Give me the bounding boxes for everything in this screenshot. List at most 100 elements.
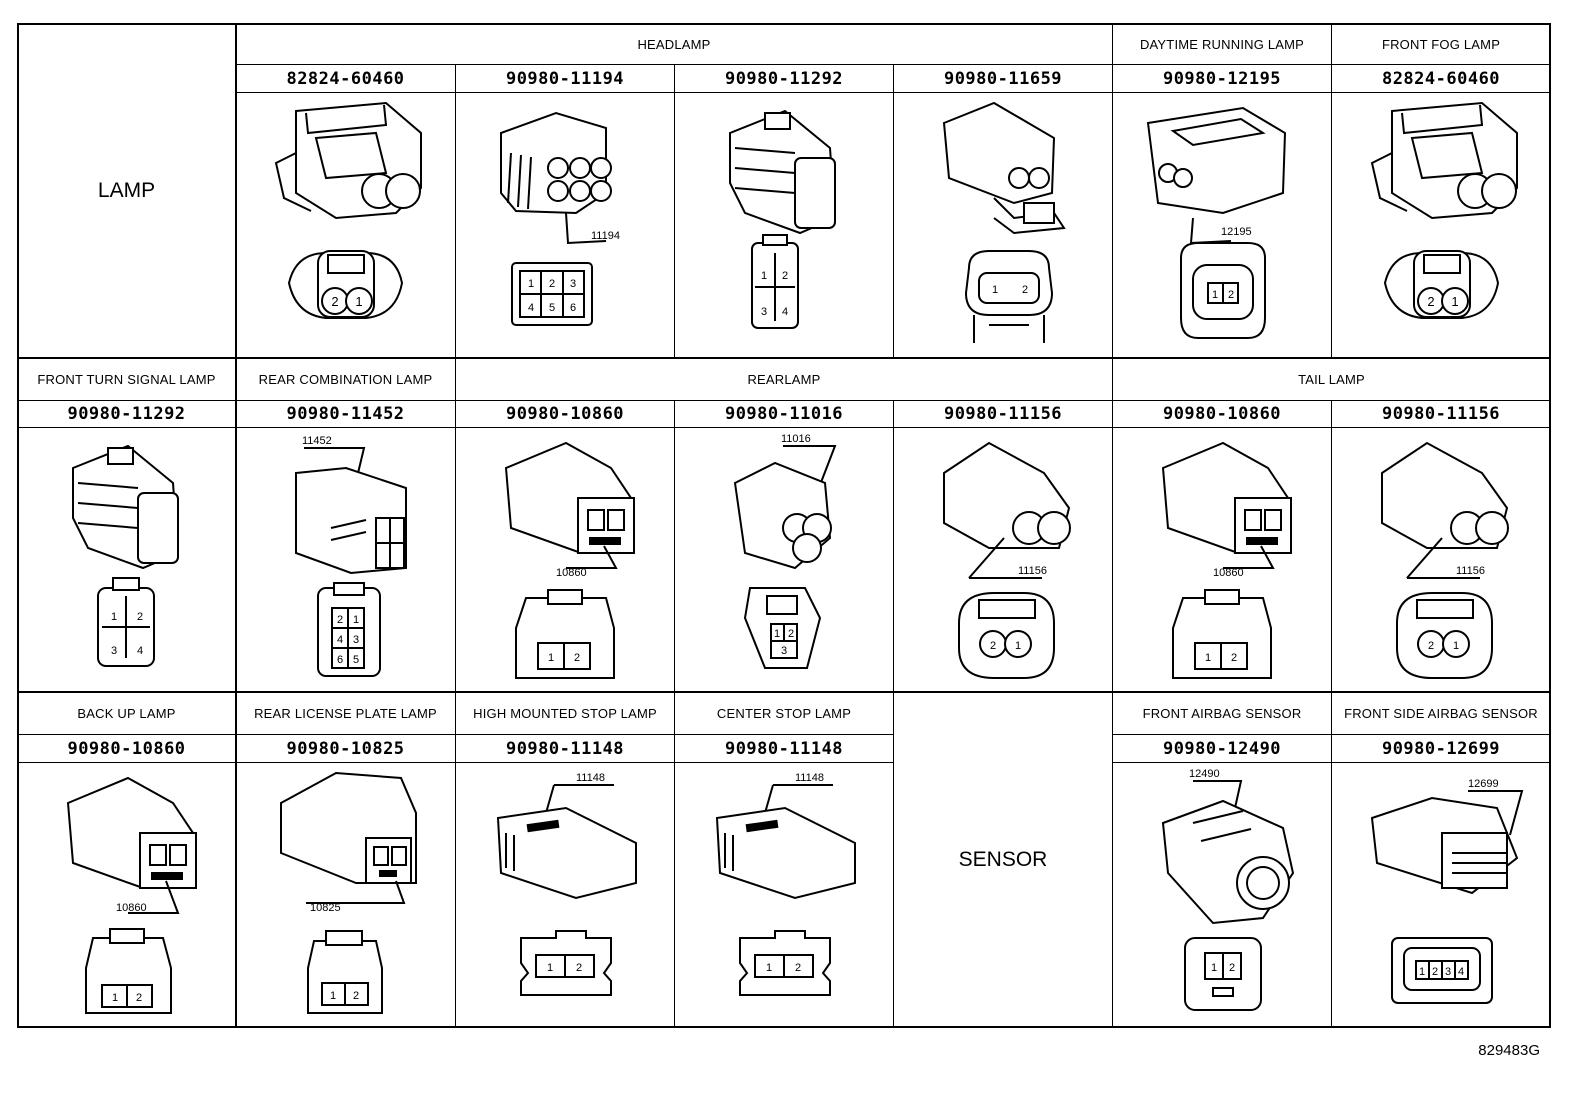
connector-drawing-90980-12699: 12699 1 2 3 4	[1332, 763, 1550, 1027]
connector-drawing-90980-11148: 11148 1 2	[675, 763, 893, 1027]
pin-label: 2	[353, 990, 359, 1002]
pin-label: 3	[761, 306, 767, 318]
group-front-turn-signal-lamp: FRONT TURN SIGNAL LAMP	[37, 372, 216, 387]
callout-code: 11194	[591, 230, 620, 242]
pin-label: 1	[1212, 289, 1218, 301]
pin-label: 1	[1015, 640, 1021, 652]
connector-drawing-90980-11292: 1 2 3 4	[675, 93, 893, 357]
pin-label: 1	[547, 962, 553, 974]
group-daytime-running-lamp: DAYTIME RUNNING LAMP	[1139, 36, 1305, 52]
pin-label: 2	[337, 614, 343, 626]
group-tail-lamp: TAIL LAMP	[1298, 372, 1365, 387]
pin-label: 1	[111, 611, 117, 623]
pin-label: 2	[1428, 640, 1434, 652]
group-headlamp: HEADLAMP	[637, 36, 711, 52]
group-front-airbag-sensor: FRONT AIRBAG SENSOR	[1142, 706, 1302, 721]
part-number: 90980-12195	[1162, 68, 1282, 89]
pin-label: 1	[330, 990, 336, 1002]
callout-code: 11452	[302, 435, 332, 447]
pin-label: 2	[1228, 289, 1234, 301]
connector-drawing-90980-11156: 11156 2 1	[1332, 428, 1550, 691]
pin-label: 4	[782, 306, 788, 318]
connector-drawing-90980-11156: 11156 2 1	[894, 428, 1112, 691]
connector-drawing-90980-10860: 10860 1 2	[1113, 428, 1331, 691]
pin-label: 1	[992, 284, 998, 296]
pin-label: 3	[111, 645, 117, 657]
part-number: 90980-11452	[286, 404, 405, 424]
pin-label: 6	[570, 302, 576, 314]
pin-label: 2	[1427, 294, 1434, 309]
part-number: 90980-11148	[724, 738, 844, 759]
connector-drawing-90980-12490: 12490 1 2	[1113, 763, 1331, 1027]
pin-label: 3	[1445, 966, 1451, 978]
group-rear-license-plate-lamp: REAR LICENSE PLATE LAMP	[254, 706, 437, 721]
group-center-stop-lamp: CENTER STOP LAMP	[716, 706, 852, 721]
pin-label: 1	[761, 270, 767, 282]
part-number: 90980-12490	[1162, 738, 1282, 759]
connector-drawing-82824-60460: 2 1	[1332, 93, 1550, 357]
pin-label: 1	[548, 652, 554, 664]
callout-code: 11148	[576, 772, 605, 784]
pin-label: 2	[990, 640, 996, 652]
callout-code: 11156	[1456, 565, 1485, 577]
pin-label: 3	[353, 634, 359, 646]
pin-label: 1	[774, 628, 780, 640]
part-number: 90980-11292	[724, 68, 844, 89]
group-rear-combination-lamp: REAR COMBINATION LAMP	[258, 372, 433, 387]
group-front-fog-lamp: FRONT FOG LAMP	[1381, 36, 1501, 52]
callout-code: 11148	[795, 772, 824, 784]
connector-drawing-90980-12195: 12195 1 2	[1113, 93, 1331, 357]
connector-drawing-90980-11452: 11452 2 1 4 3 6 5	[236, 428, 455, 691]
group-rearlamp: REARLAMP	[747, 372, 821, 387]
connector-drawing-90980-11148: 11148 1 2	[456, 763, 674, 1027]
pin-label: 1	[1451, 294, 1458, 309]
pin-label: 1	[355, 294, 362, 309]
pin-label: 2	[549, 278, 555, 290]
sensor-label: SENSOR	[958, 848, 1048, 871]
part-number: 90980-10860	[1162, 404, 1282, 424]
callout-code: 11016	[781, 433, 811, 445]
pin-label: 4	[1458, 966, 1464, 978]
pin-label: 4	[337, 634, 343, 646]
part-number: 90980-11156	[943, 404, 1063, 424]
pin-label: 2	[795, 962, 801, 974]
part-number: 90980-10825	[286, 738, 405, 759]
callout-code: 10860	[1213, 567, 1244, 579]
connector-chart	[17, 23, 1551, 1028]
connector-drawing-90980-10825: 10825 1 2	[236, 763, 455, 1027]
pin-label: 1	[353, 614, 359, 626]
part-number: 90980-12699	[1381, 738, 1501, 759]
part-number: 90980-10860	[505, 404, 625, 424]
pin-label: 2	[137, 611, 143, 623]
part-number: 90980-11659	[943, 68, 1063, 89]
callout-code: 12490	[1189, 768, 1220, 780]
connector-drawing-90980-11659: 1 2	[894, 93, 1112, 357]
part-number: 90980-11016	[724, 404, 844, 424]
callout-code: 11156	[1018, 565, 1047, 577]
pin-label: 1	[1205, 652, 1211, 664]
pin-label: 2	[788, 628, 794, 640]
pin-label: 2	[576, 962, 582, 974]
connector-drawing-90980-10860: 10860 1 2	[456, 428, 674, 691]
pin-label: 2	[331, 294, 338, 309]
figure-code: 829483G	[1478, 1042, 1540, 1059]
pin-label: 5	[549, 302, 555, 314]
pin-label: 2	[1022, 284, 1028, 296]
callout-code: 10860	[556, 567, 587, 579]
connector-drawing-90980-11292: 1 2 3 4	[18, 428, 235, 691]
callout-code: 10860	[116, 902, 147, 914]
pin-label: 1	[1211, 962, 1217, 974]
pin-label: 1	[1453, 640, 1459, 652]
pin-label: 2	[1231, 652, 1237, 664]
pin-label: 1	[766, 962, 772, 974]
pin-label: 4	[137, 645, 143, 657]
pin-label: 2	[136, 992, 142, 1004]
group-back-up-lamp: BACK UP LAMP	[77, 706, 176, 721]
part-number: 82824-60460	[1381, 68, 1501, 89]
group-front-side-airbag-sensor: FRONT SIDE AIRBAG SENSOR	[1344, 706, 1538, 721]
lamp-label: LAMP	[97, 179, 156, 202]
pin-label: 4	[528, 302, 534, 314]
pin-label: 3	[781, 645, 787, 657]
part-number: 90980-11156	[1381, 404, 1501, 424]
pin-label: 1	[112, 992, 118, 1004]
